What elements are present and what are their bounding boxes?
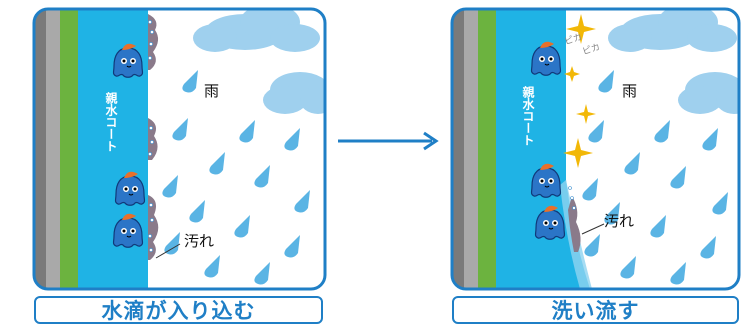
rain-label: 雨 (622, 82, 638, 100)
dirt-label: 汚れ (604, 212, 635, 230)
arrow-icon (338, 131, 439, 151)
dirt-deposits (568, 196, 581, 252)
right-panel (450, 7, 741, 291)
sparkle-icon (563, 14, 596, 168)
right-caption-text: 洗い流す (551, 299, 640, 323)
panel-border (450, 7, 741, 291)
left-panel (32, 7, 327, 291)
cloud-icon (193, 9, 325, 114)
cloud-icon (608, 9, 739, 114)
rain-label: 雨 (204, 82, 220, 100)
left-caption: 水滴が入り込む (34, 296, 323, 324)
coating-label: 親水コート (104, 92, 118, 152)
right-caption: 洗い流す (452, 296, 739, 324)
panel-border (32, 7, 327, 291)
coating-label: 親水コート (521, 86, 535, 146)
left-caption-text: 水滴が入り込む (101, 299, 256, 323)
dirt-label: 汚れ (184, 232, 215, 250)
